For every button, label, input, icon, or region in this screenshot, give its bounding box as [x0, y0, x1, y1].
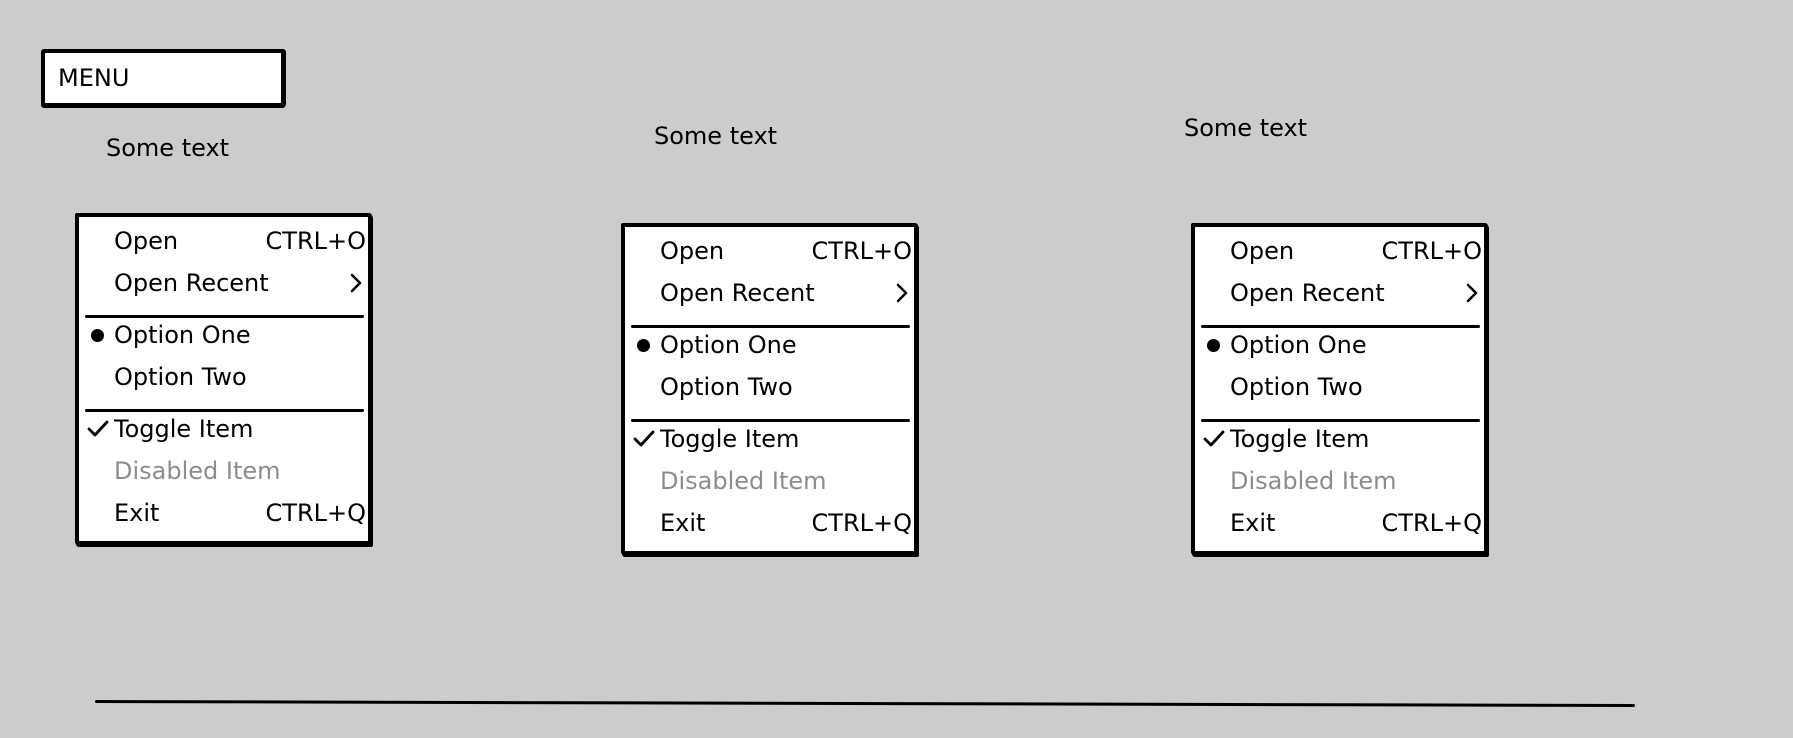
menu-item-toggle[interactable]: Toggle Item [1195, 419, 1484, 459]
menu-item-shortcut: CTRL+O [265, 227, 366, 255]
menu-separator [631, 325, 910, 328]
caption-text-3: Some text [1184, 114, 1308, 142]
menu-separator [631, 419, 910, 422]
menu-separator [85, 315, 364, 318]
menu-item-label: Open [660, 237, 725, 265]
menu-item-label: Option Two [114, 363, 247, 391]
context-menu-3: Open CTRL+O Open Recent Option One Optio… [1191, 223, 1488, 555]
caption-text-2: Some text [654, 122, 778, 150]
menu-item-open-recent[interactable]: Open Recent [1195, 273, 1484, 313]
menu-item-disabled: Disabled Item [79, 451, 368, 491]
menu-button[interactable]: MENU [41, 49, 285, 107]
menu-item-label: Exit [660, 509, 706, 537]
caption-text-1: Some text [106, 134, 230, 162]
menu-separator [1201, 325, 1480, 328]
radio-selected-icon [637, 339, 650, 352]
menu-item-label: Open [114, 227, 179, 255]
menu-separator [85, 409, 364, 412]
menu-item-option-two[interactable]: Option Two [625, 367, 914, 407]
menu-item-option-two[interactable]: Option Two [79, 357, 368, 397]
menu-separator [1201, 419, 1480, 422]
menu-item-exit[interactable]: Exit CTRL+Q [79, 493, 368, 533]
menu-item-option-one[interactable]: Option One [625, 325, 914, 365]
menu-item-label: Open Recent [114, 269, 269, 297]
horizontal-rule [94, 700, 1635, 708]
menu-item-label: Toggle Item [114, 415, 254, 443]
menu-item-label: Open Recent [1230, 279, 1385, 307]
radio-selected-icon [91, 329, 104, 342]
context-menu-1: Open CTRL+O Open Recent Option One Optio… [75, 213, 372, 545]
menu-item-exit[interactable]: Exit CTRL+Q [1195, 503, 1484, 543]
menu-item-label: Option One [1230, 331, 1367, 359]
menu-item-label: Exit [1230, 509, 1276, 537]
menu-item-shortcut: CTRL+Q [811, 509, 912, 537]
menu-item-label: Open [1230, 237, 1295, 265]
menu-item-shortcut: CTRL+O [1381, 237, 1482, 265]
menu-item-toggle[interactable]: Toggle Item [625, 419, 914, 459]
menu-item-label: Toggle Item [660, 425, 800, 453]
chevron-right-icon [896, 283, 908, 303]
menu-item-label: Disabled Item [1230, 467, 1397, 495]
menu-item-label: Exit [114, 499, 160, 527]
menu-item-disabled: Disabled Item [1195, 461, 1484, 501]
menu-item-open[interactable]: Open CTRL+O [1195, 231, 1484, 271]
menu-item-label: Option Two [1230, 373, 1363, 401]
menu-item-open[interactable]: Open CTRL+O [79, 221, 368, 261]
menu-item-open[interactable]: Open CTRL+O [625, 231, 914, 271]
menu-item-toggle[interactable]: Toggle Item [79, 409, 368, 449]
checkmark-icon [87, 420, 109, 437]
checkmark-icon [1203, 430, 1225, 447]
menu-item-exit[interactable]: Exit CTRL+Q [625, 503, 914, 543]
radio-selected-icon [1207, 339, 1220, 352]
menu-item-label: Open Recent [660, 279, 815, 307]
menu-item-shortcut: CTRL+Q [265, 499, 366, 527]
menu-item-shortcut: CTRL+O [811, 237, 912, 265]
menu-item-label: Disabled Item [114, 457, 281, 485]
context-menu-2: Open CTRL+O Open Recent Option One Optio… [621, 223, 918, 555]
menu-item-label: Option One [114, 321, 251, 349]
menu-item-open-recent[interactable]: Open Recent [625, 273, 914, 313]
menu-item-open-recent[interactable]: Open Recent [79, 263, 368, 303]
menu-item-label: Option Two [660, 373, 793, 401]
menu-item-label: Disabled Item [660, 467, 827, 495]
checkmark-icon [633, 430, 655, 447]
menu-item-label: Option One [660, 331, 797, 359]
menu-item-option-one[interactable]: Option One [79, 315, 368, 355]
menu-item-shortcut: CTRL+Q [1381, 509, 1482, 537]
menu-item-label: Toggle Item [1230, 425, 1370, 453]
chevron-right-icon [350, 273, 362, 293]
menu-item-option-one[interactable]: Option One [1195, 325, 1484, 365]
menu-item-disabled: Disabled Item [625, 461, 914, 501]
menu-button-label: MENU [58, 64, 130, 92]
menu-item-option-two[interactable]: Option Two [1195, 367, 1484, 407]
chevron-right-icon [1466, 283, 1478, 303]
